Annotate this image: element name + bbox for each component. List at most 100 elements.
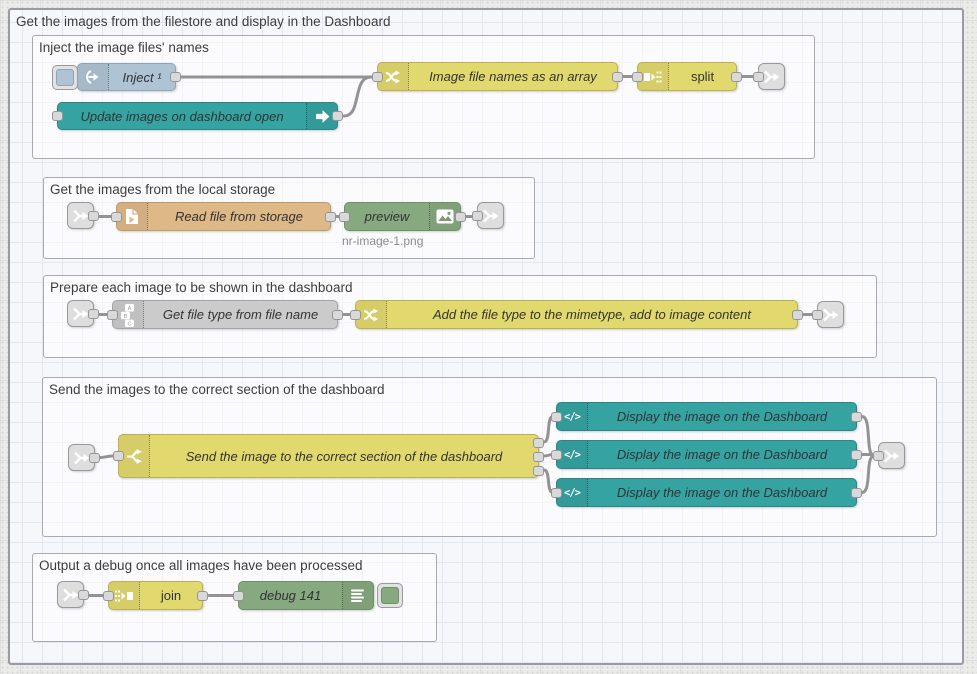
link-in-icon [72,307,88,320]
link-in-node[interactable] [67,202,99,229]
output-port-2[interactable] [533,452,544,462]
code-template-icon: </> [557,441,588,468]
svg-text:A: A [127,306,131,312]
debug-list-icon [342,582,373,609]
output-port[interactable] [325,211,336,222]
change-icon [378,63,409,90]
output-port[interactable] [88,308,99,319]
node-label: Display the image on the Dashboard [616,409,828,424]
input-port[interactable] [107,309,118,320]
inject-run-button[interactable] [52,65,78,90]
group-inject-names[interactable]: Inject the image files' names [32,35,815,159]
input-port[interactable] [111,211,122,222]
debug-toggle-button[interactable] [377,583,403,608]
ui-template-node-2[interactable]: </> Display the image on the Dashboard [551,440,862,469]
switch-node-send-image[interactable]: Send the image to the correct section of… [113,434,544,478]
ui-template-node-1[interactable]: </> Display the image on the Dashboard [551,402,862,431]
input-port[interactable] [472,210,483,221]
link-out-node[interactable] [812,301,844,328]
input-port[interactable] [632,71,643,82]
node-label: Display the image on the Dashboard [616,447,828,462]
image-preview-node[interactable]: preview [339,202,466,231]
node-label: Get file type from file name [162,307,319,322]
change-icon [356,301,387,328]
input-port[interactable] [103,590,114,601]
output-port[interactable] [731,71,742,82]
input-port[interactable] [551,411,562,422]
output-port[interactable] [332,309,343,320]
link-in-icon [73,451,89,464]
ui-template-node-3[interactable]: </> Display the image on the Dashboard [551,478,862,507]
group-label: Get the images from the local storage [50,182,276,197]
output-port[interactable] [851,487,862,498]
link-out-icon [822,308,838,321]
node-label: Read file from storage [175,209,303,224]
node-label: join [160,588,182,603]
input-port[interactable] [113,451,124,461]
ui-control-node[interactable]: Update images on dashboard open [52,102,343,130]
output-port-1[interactable] [533,438,544,448]
input-port[interactable] [350,309,361,320]
node-label: preview [364,209,410,224]
change-node-add-file-type[interactable]: Add the file type to the mimetype, add t… [350,300,803,329]
debug-toggle-button-face [381,587,399,604]
link-in-icon [62,588,78,601]
group-label: Prepare each image to be shown in the da… [50,280,353,295]
file-icon [117,203,148,230]
link-out-node[interactable] [753,63,785,90]
node-label: Display the image on the Dashboard [616,485,828,500]
node-label: Add the file type to the mimetype, add t… [433,307,751,322]
output-port-3[interactable] [533,466,544,476]
inject-icon [78,64,109,90]
output-port[interactable] [455,211,466,222]
debug-node[interactable]: debug 141 [233,581,374,610]
node-label: split [690,69,715,84]
link-out-icon [482,209,498,222]
link-out-node[interactable] [873,442,905,469]
output-port[interactable] [851,449,862,460]
link-in-node[interactable] [68,444,100,471]
link-out-icon [763,70,779,83]
output-port[interactable] [78,589,89,600]
output-port[interactable] [88,210,99,221]
output-port[interactable] [612,71,623,82]
file-in-node[interactable]: Read file from storage [111,202,336,231]
split-icon [638,63,669,90]
change-node-image-file-names[interactable]: Image file names as an array [372,62,623,91]
input-port[interactable] [52,111,63,121]
inject-run-button-face [56,69,74,86]
group-label: Get the images from the filestore and di… [16,14,391,29]
link-out-node[interactable] [472,202,504,229]
arrow-right-icon [306,103,337,129]
input-port[interactable] [339,211,350,222]
input-port[interactable] [233,590,244,601]
output-port[interactable] [851,411,862,422]
switch-icon [119,435,150,477]
svg-text:B: B [123,313,127,319]
input-port[interactable] [753,71,764,82]
node-label: Image file names as an array [429,69,597,84]
input-port[interactable] [873,450,884,461]
output-port[interactable] [332,111,343,121]
output-port[interactable] [170,72,181,82]
group-label: Send the images to the correct section o… [49,382,385,397]
link-in-node[interactable] [57,581,89,608]
join-node[interactable]: join [103,581,208,610]
output-port[interactable] [89,452,100,463]
image-icon [429,203,460,230]
split-node[interactable]: split [632,62,742,91]
input-port[interactable] [551,487,562,498]
input-port[interactable] [551,449,562,460]
output-port[interactable] [792,309,803,320]
output-port[interactable] [197,590,208,601]
inject-node[interactable]: Inject ¹ [77,63,181,91]
input-port[interactable] [372,71,383,82]
link-in-node[interactable] [67,300,99,327]
join-icon [109,582,140,609]
node-status: nr-image-1.png [342,234,424,248]
svg-text:C: C [127,321,131,326]
input-port[interactable] [812,309,823,320]
node-label: Inject ¹ [122,69,162,85]
